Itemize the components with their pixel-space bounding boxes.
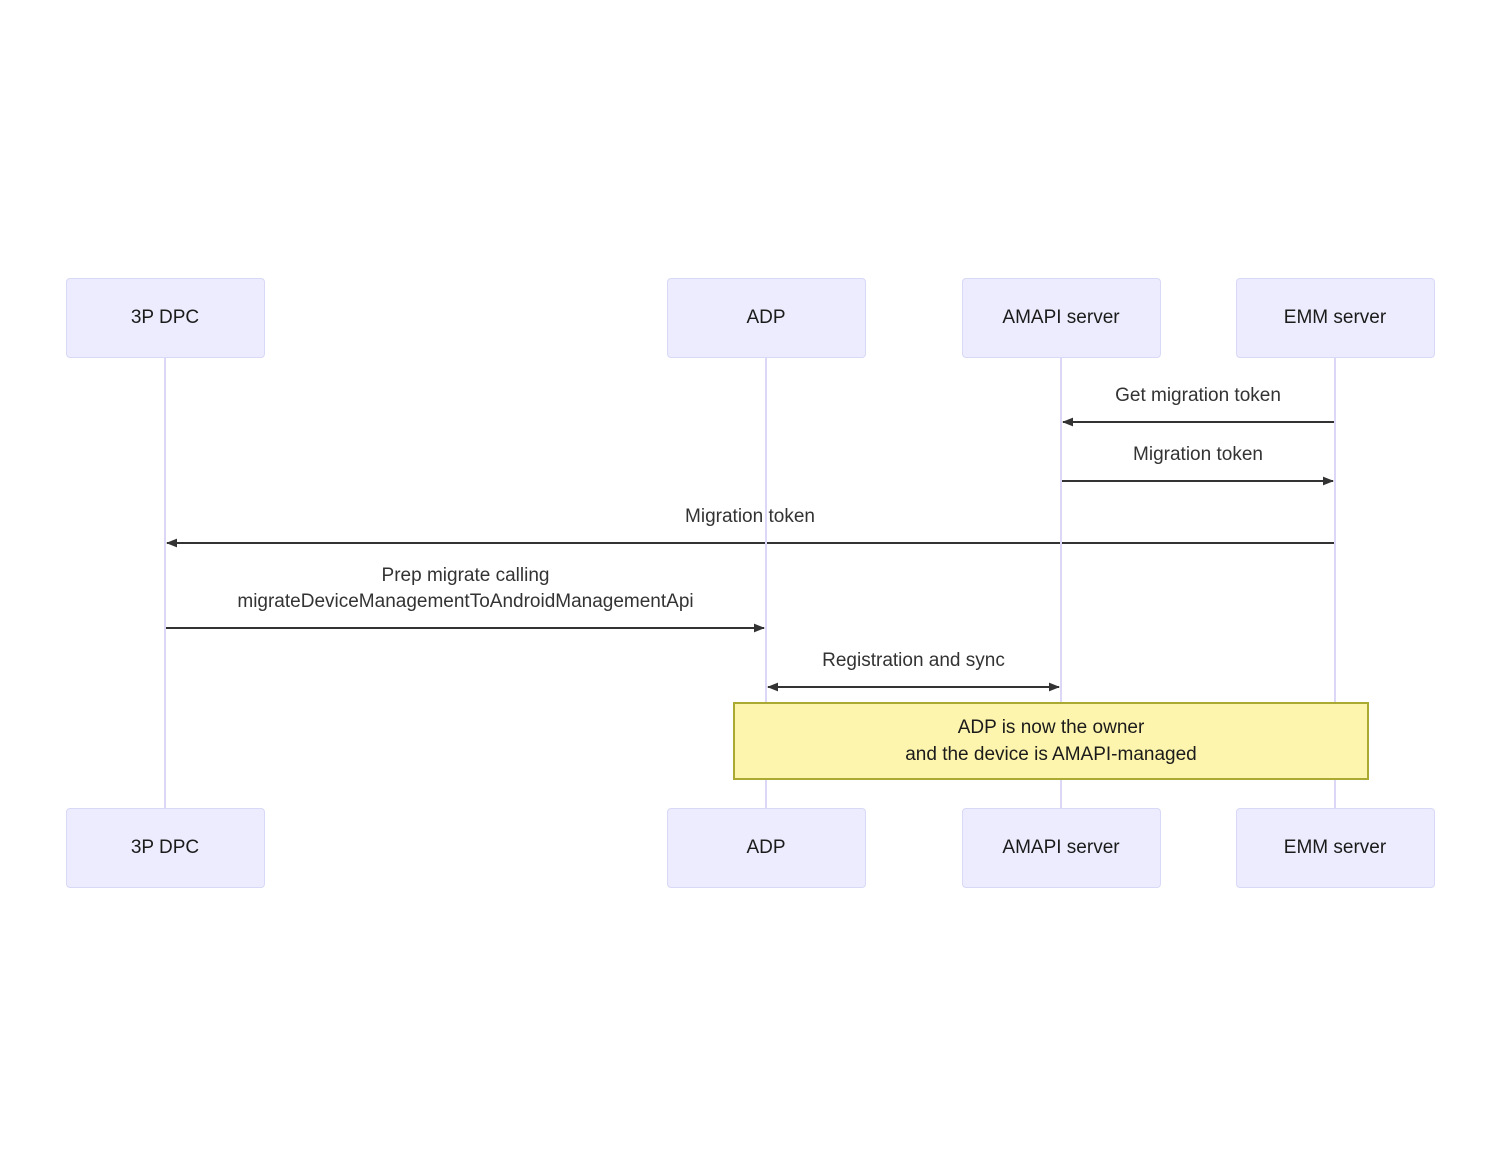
participant-box-adp-bottom: ADP — [666, 808, 866, 888]
message-label-line: Migration token — [1133, 444, 1263, 465]
participant-box-adp-top: ADP — [666, 278, 866, 358]
lifeline-adp — [765, 358, 767, 808]
message-label-line: Get migration token — [1115, 385, 1281, 406]
participant-box-emm-top: EMM server — [1235, 278, 1435, 358]
participant-label: ADP — [746, 837, 786, 858]
participant-box-amapi-bottom: AMAPI server — [961, 808, 1161, 888]
message-label-m3: Migration token — [685, 504, 815, 530]
participant-label: EMM server — [1283, 837, 1387, 858]
participant-label: AMAPI server — [1002, 307, 1120, 328]
note-line: ADP is now the owner — [957, 717, 1145, 738]
lifeline-emm — [1334, 358, 1336, 808]
participant-label: 3P DPC — [130, 837, 200, 858]
message-label-line: Registration and sync — [822, 650, 1005, 671]
message-label-line: Migration token — [685, 506, 815, 527]
message-label-m1: Get migration token — [1115, 383, 1281, 409]
participant-box-emm-bottom: EMM server — [1235, 808, 1435, 888]
message-label-line: Prep migrate calling — [381, 565, 550, 586]
participant-label: AMAPI server — [1002, 837, 1120, 858]
participant-box-dpc-top: 3P DPC — [65, 278, 265, 358]
participant-label: 3P DPC — [130, 307, 200, 328]
participant-box-dpc-bottom: 3P DPC — [65, 808, 265, 888]
participant-label: ADP — [746, 307, 786, 328]
note-line: and the device is AMAPI-managed — [905, 744, 1197, 765]
lifeline-dpc — [164, 358, 166, 808]
message-label-line: migrateDeviceManagementToAndroidManageme… — [237, 591, 694, 612]
lifeline-amapi — [1060, 358, 1062, 808]
message-label-m4: Prep migrate calling migrateDeviceManagem… — [237, 563, 693, 615]
message-label-m2: Migration token — [1133, 442, 1263, 468]
participant-box-amapi-top: AMAPI server — [961, 278, 1161, 358]
note-box-n1: ADP is now the owner and the device is AM… — [733, 702, 1369, 780]
message-label-m5: Registration and sync — [822, 648, 1005, 674]
participant-label: EMM server — [1283, 307, 1387, 328]
